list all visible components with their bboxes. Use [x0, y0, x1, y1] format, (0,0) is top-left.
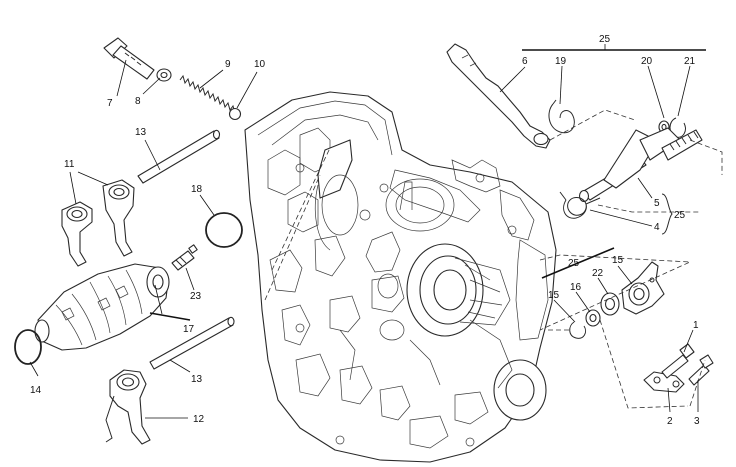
callout-24: 23 — [190, 291, 202, 302]
part-1-bolt — [661, 343, 695, 379]
callout-18: 17 — [183, 324, 195, 335]
part-24-pin — [171, 244, 198, 271]
part-4-torsion-spring — [559, 191, 601, 219]
part-11-fork-right — [102, 179, 135, 257]
callout-labels: 7 8 9 10 13 11 18 23 17 14 13 12 25 6 19… — [30, 34, 700, 427]
crankcase-half — [244, 91, 557, 463]
callout-25-low: 25 — [568, 258, 580, 269]
part-18-selector-drum — [34, 263, 170, 351]
callout-10: 10 — [254, 59, 266, 70]
part-5-shift-shaft — [578, 127, 703, 203]
part-23-bearing — [600, 292, 620, 316]
callout-4: 4 — [654, 222, 660, 233]
callout-13-lower: 13 — [191, 374, 203, 385]
callout-16: 15 — [612, 255, 624, 266]
callout-6: 6 — [522, 56, 528, 67]
callout-leader-lines — [29, 44, 706, 419]
callout-1: 1 — [693, 320, 699, 331]
callout-15: 15 — [548, 290, 560, 301]
part-10-ball — [228, 107, 242, 121]
part-6-shift-lever — [446, 43, 551, 149]
part-19-o-ring — [205, 212, 243, 248]
callout-12: 12 — [193, 414, 205, 425]
assembly-guide-lines — [264, 109, 723, 409]
callout-7: 7 — [107, 98, 113, 109]
part-13-rod-lower — [149, 316, 235, 370]
part-16-cam-plate — [621, 261, 665, 315]
callout-20: 19 — [555, 56, 567, 67]
callout-21: 20 — [641, 56, 653, 67]
callout-13-upper: 13 — [135, 127, 147, 138]
callout-8: 8 — [135, 96, 141, 107]
callout-14: 14 — [30, 385, 42, 396]
callout-25-mid: 25 — [674, 210, 686, 221]
callout-9: 9 — [225, 59, 231, 70]
part-14-o-ring — [14, 329, 42, 365]
callout-2: 2 — [667, 416, 673, 427]
callout-11: 11 — [64, 159, 75, 170]
part-2-plate — [643, 371, 685, 393]
part-11-fork-left — [61, 201, 93, 267]
callout-19: 18 — [191, 184, 203, 195]
callout-3: 3 — [694, 416, 700, 427]
part-12-fork — [105, 369, 151, 445]
part-9-spring — [179, 74, 236, 114]
part-20-spring-clip — [548, 99, 575, 134]
callout-23: 22 — [592, 268, 604, 279]
part-3-bolt — [688, 354, 714, 386]
callout-5: 5 — [654, 198, 660, 209]
callout-22: 21 — [684, 56, 696, 67]
part-8-washer — [156, 68, 172, 82]
part-7-bolt — [103, 37, 155, 80]
part-17-washer — [585, 309, 601, 327]
callout-25-top: 25 — [599, 34, 611, 45]
part-13-rod-upper — [137, 129, 221, 184]
callout-17: 16 — [570, 282, 582, 293]
part-15-circlip — [569, 321, 587, 339]
